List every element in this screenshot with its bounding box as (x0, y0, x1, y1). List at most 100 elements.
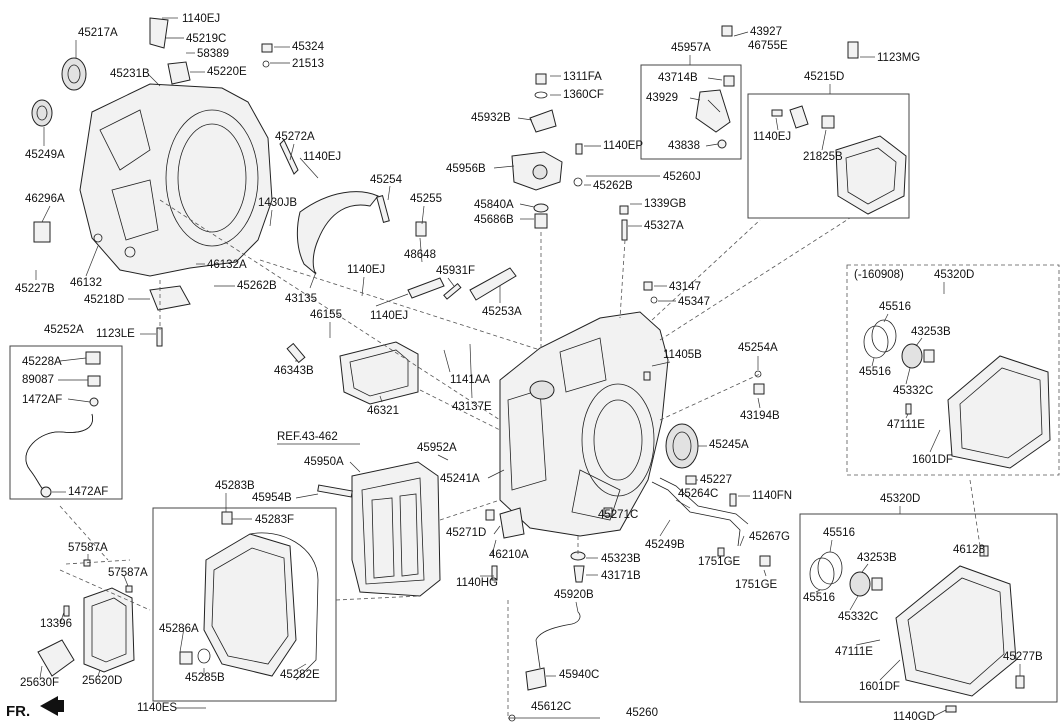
part-label-57587a-b: 57587A (108, 567, 148, 579)
part-label-46210a: 46210A (489, 549, 529, 561)
part-label-45320d-b: 45320D (880, 493, 920, 505)
part-label-45253a: 45253A (482, 306, 522, 318)
part-label-45323b: 45323B (601, 553, 641, 565)
part-label-1430jb: 1430JB (258, 197, 297, 209)
part-label-45267g: 45267G (749, 531, 790, 543)
part-label-45516-b: 45516 (859, 366, 891, 378)
filter-parts-lower-left (37, 559, 135, 677)
part-label-1140gd: 1140GD (893, 711, 935, 723)
part-label-45282e: 45282E (280, 669, 320, 681)
part-label-1140ej-e: 1140EJ (753, 131, 791, 143)
part-label-46132: 46132 (70, 277, 102, 289)
part-label-1140ej-a: 1140EJ (182, 13, 220, 25)
part-label-ref-43-462: REF.43-462 (277, 431, 338, 443)
side-cover-upper (863, 319, 1051, 469)
part-label-1140ej-b: 1140EJ (303, 151, 341, 163)
part-label-45254: 45254 (370, 174, 403, 186)
speed-sensor-harness (508, 551, 586, 722)
part-label-46321: 46321 (367, 405, 399, 417)
part-label-45957a: 45957A (671, 42, 711, 54)
assembly-dashed-lines (59, 199, 981, 718)
part-label-45264c: 45264C (678, 488, 718, 500)
leader-lines (35, 17, 1021, 719)
part-label-1751ge-a: 1751GE (698, 556, 741, 568)
part-label-1123mg: 1123MG (877, 52, 920, 64)
part-label-45260j: 45260J (663, 171, 701, 183)
part-label-45956b: 45956B (446, 163, 486, 175)
transaxle-case (499, 311, 669, 537)
hose-group-box (9, 345, 123, 500)
part-label-45227: 45227 (700, 474, 732, 486)
part-label-11405b: 11405B (663, 349, 702, 361)
part-label-1601df-a: 1601DF (912, 454, 953, 466)
part-label-46128: 46128 (953, 544, 985, 556)
part-label-45283b: 45283B (215, 480, 255, 492)
part-label-46755e: 46755E (748, 40, 788, 52)
fr-arrow (40, 696, 64, 716)
part-label-58389: 58389 (197, 48, 229, 60)
part-label-46132a: 46132A (207, 259, 247, 271)
part-label-43253b-a: 43253B (911, 326, 951, 338)
part-label-45920b: 45920B (554, 589, 594, 601)
part-label-1751ge-b: 1751GE (735, 579, 778, 591)
part-label-43137e: 43137E (452, 401, 492, 413)
cover-group-box-dashed (846, 264, 1060, 476)
part-label-1123le: 1123LE (96, 328, 135, 340)
case-seal-ring (665, 423, 699, 469)
part-label-45324: 45324 (292, 41, 325, 53)
part-label-43194b: 43194B (740, 410, 780, 422)
part-label-1140hg: 1140HG (456, 577, 498, 589)
part-label-43929: 43929 (646, 92, 678, 104)
part-label-45271c: 45271C (598, 509, 638, 521)
part-label-45347: 45347 (678, 296, 710, 308)
solenoid-group-box (640, 64, 742, 160)
part-label-45249a: 45249A (25, 149, 65, 161)
inhibitor-switch (511, 73, 629, 241)
part-label-45516-c: 45516 (823, 527, 855, 539)
part-label-45249b: 45249B (645, 539, 685, 551)
valve-body (317, 461, 441, 597)
part-label-43253b-b: 43253B (857, 552, 897, 564)
part-label-45285b: 45285B (185, 672, 225, 684)
part-label-45516-a: 45516 (879, 301, 911, 313)
cooler-pipes (485, 281, 771, 581)
part-label-1140fn: 1140FN (752, 490, 792, 502)
part-label-45950a: 45950A (304, 456, 344, 468)
part-label-47111e-a: 47111E (887, 419, 925, 431)
part-label-25620d: 25620D (82, 675, 122, 687)
part-label-89087: 89087 (22, 374, 54, 386)
oil-pan-group-box (152, 507, 337, 702)
part-label-45283f: 45283F (255, 514, 294, 526)
tcm-module (286, 341, 419, 405)
part-label-45217a: 45217A (78, 27, 118, 39)
seal-rings-left (31, 57, 87, 127)
part-label-46296a: 46296A (25, 193, 65, 205)
part-label-45228a: 45228A (22, 356, 62, 368)
part-label-43714b: 43714B (658, 72, 698, 84)
part-label-45327a: 45327A (644, 220, 684, 232)
solenoid-parts (695, 25, 859, 149)
side-cover-lower (809, 545, 1025, 713)
part-label-45954b: 45954B (252, 492, 292, 504)
bell-housing (79, 83, 273, 277)
part-label-45271d: 45271D (446, 527, 486, 539)
part-label-13396: 13396 (40, 618, 72, 630)
part-label-21513: 21513 (292, 58, 324, 70)
part-label-45612c: 45612C (531, 701, 571, 713)
part-label-1140ep: 1140EP (603, 140, 643, 152)
part-label-45686b: 45686B (474, 214, 514, 226)
part-label-45260: 45260 (626, 707, 658, 719)
part-label-45272a: 45272A (275, 131, 315, 143)
part-label-1140ej-d: 1140EJ (370, 310, 408, 322)
part-label-1140ej-c: 1140EJ (347, 264, 385, 276)
part-label-45241a: 45241A (440, 473, 480, 485)
part-label-47111e-b: 47111E (835, 646, 873, 658)
oil-deflector (296, 191, 379, 275)
part-label-43927: 43927 (750, 26, 782, 38)
part-label-45218d: 45218D (84, 294, 124, 306)
part-number-labels: 45217A1140EJ45219C58389453242151345220E4… (6, 13, 1043, 723)
part-label-45254a: 45254A (738, 342, 778, 354)
part-label-1601df-b: 1601DF (859, 681, 900, 693)
bracket-group-box (747, 93, 910, 219)
part-label-45252a: 45252A (44, 324, 84, 336)
